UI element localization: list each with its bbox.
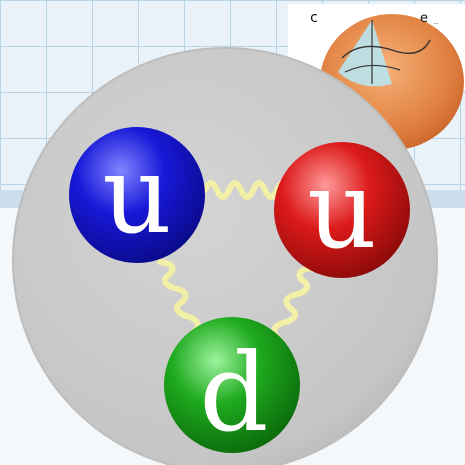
quark-label: u	[102, 133, 172, 258]
quark-down-green: d	[164, 317, 300, 456]
gluon-top	[202, 180, 292, 200]
quark-ball	[69, 127, 205, 263]
quark-ball	[164, 317, 300, 453]
inset-label-e-sub: ..	[434, 18, 438, 26]
quark-up-red: u	[274, 142, 410, 278]
inset-label-e: e	[420, 11, 428, 26]
quark-label: u	[307, 148, 377, 273]
quark-up-blue: u	[69, 127, 205, 263]
quark-label: d	[199, 331, 268, 456]
quark-ball	[274, 142, 410, 278]
inset-label-c: c	[310, 10, 318, 26]
